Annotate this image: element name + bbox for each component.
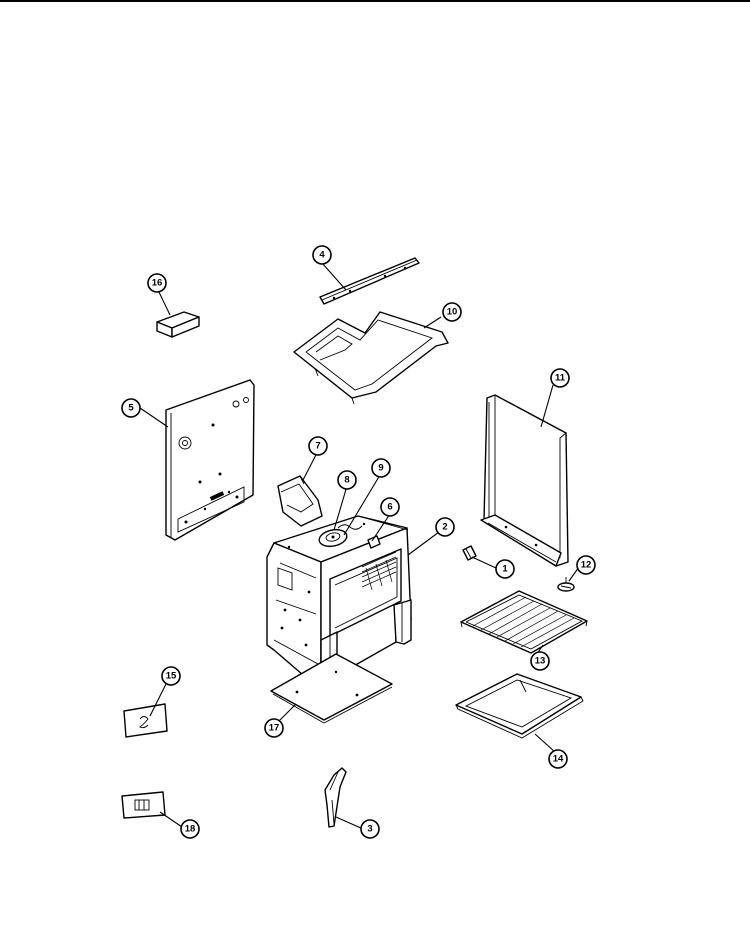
part-cooktop-panel	[293, 311, 449, 405]
callout-15: 15	[161, 666, 181, 686]
callout-1: 1	[495, 559, 515, 579]
part-side-panel	[165, 379, 255, 541]
part-small-block	[156, 311, 200, 338]
callout-8: 8	[337, 470, 357, 490]
callout-7-label: 7	[315, 441, 320, 452]
callout-9-label: 9	[378, 463, 383, 474]
part-door-frame	[480, 394, 569, 567]
callout-9: 9	[371, 458, 391, 478]
part-label-15	[123, 703, 168, 738]
callout-8-label: 8	[344, 475, 349, 486]
callout-14: 14	[548, 749, 568, 769]
callout-17-label: 17	[269, 723, 280, 734]
callout-14-label: 14	[553, 754, 564, 765]
callout-12-label: 12	[581, 560, 592, 571]
part-hinge	[324, 767, 347, 828]
callout-3: 3	[360, 819, 380, 839]
callout-15-label: 15	[166, 671, 177, 682]
callout-10: 10	[442, 302, 462, 322]
part-broiler-pan	[455, 673, 584, 739]
callout-18-label: 18	[185, 824, 196, 835]
part-oven-rack	[460, 590, 588, 654]
callout-13: 13	[530, 651, 550, 671]
callout-5-label: 5	[128, 403, 134, 414]
callout-2: 2	[435, 517, 455, 537]
callout-16-label: 16	[152, 278, 163, 289]
callout-18: 18	[180, 819, 200, 839]
callout-1-label: 1	[502, 564, 508, 575]
callout-7: 7	[308, 436, 328, 456]
part-burner	[318, 528, 348, 548]
callout-6-label: 6	[387, 502, 392, 513]
callout-5: 5	[121, 398, 141, 418]
part-top-trim	[319, 257, 420, 305]
part-bottom-panel	[270, 653, 393, 724]
callout-16: 16	[147, 273, 167, 293]
callout-17: 17	[264, 718, 284, 738]
callout-6: 6	[380, 497, 400, 517]
callout-11-label: 11	[555, 373, 566, 384]
part-knob	[557, 577, 575, 592]
part-burner-bracket	[277, 475, 323, 527]
part-label-18	[121, 791, 166, 819]
callout-12: 12	[576, 555, 596, 575]
part-latch	[462, 545, 477, 561]
callout-4-label: 4	[319, 250, 325, 261]
callout-4: 4	[312, 245, 332, 265]
part-oven-body	[266, 515, 412, 691]
callout-11: 11	[550, 368, 570, 388]
part-burner-element	[337, 524, 363, 530]
callout-2-label: 2	[442, 522, 447, 533]
leader-lines	[139, 262, 580, 830]
callout-13-label: 13	[535, 656, 546, 667]
callout-10-label: 10	[447, 307, 458, 318]
callout-3-label: 3	[367, 824, 372, 835]
